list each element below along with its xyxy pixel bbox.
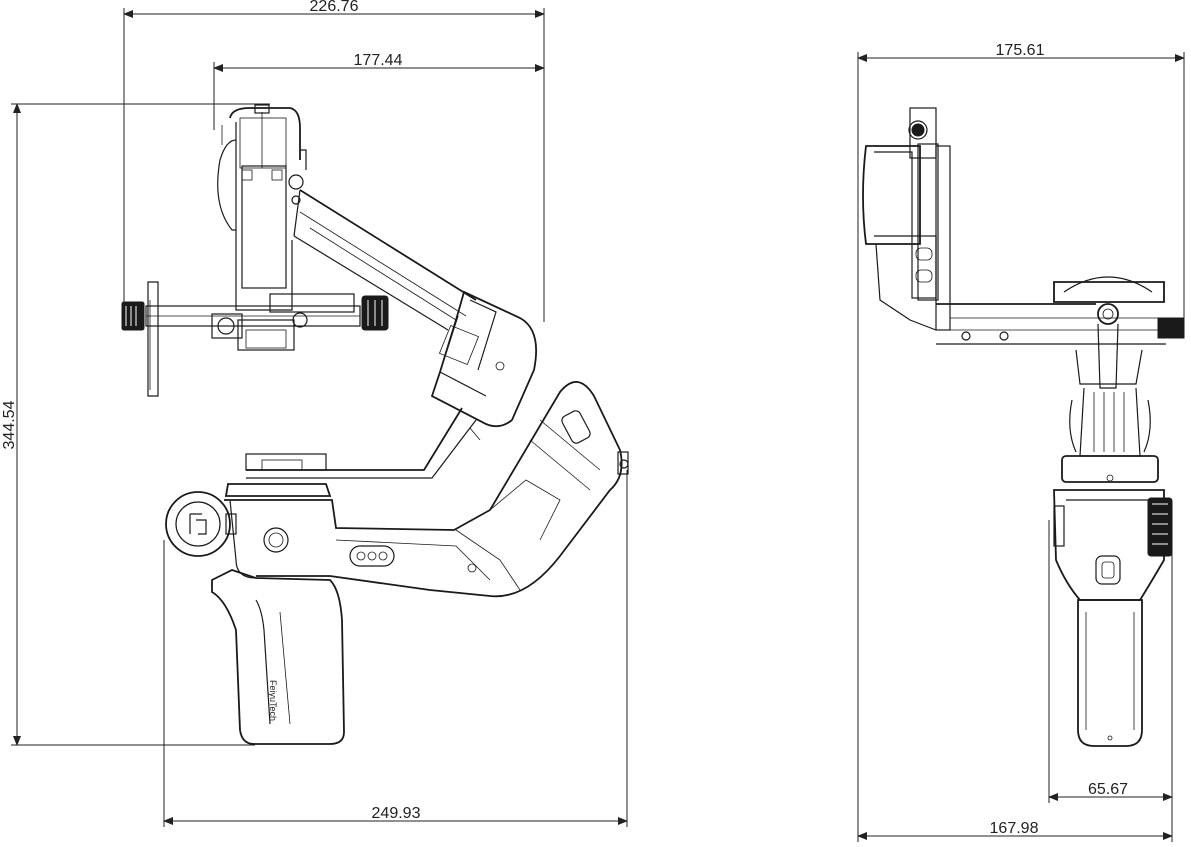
- roll-motor: [430, 290, 538, 428]
- front-knob: [1147, 497, 1173, 557]
- dim-side-bottom-width: 249.93: [372, 805, 421, 822]
- brand-knob: [165, 491, 237, 557]
- left-knob: [121, 301, 145, 331]
- gimbal-side-view: FeiyuTech: [121, 104, 629, 745]
- front-side-knob: [1157, 317, 1185, 339]
- front-roll-yoke: [1053, 276, 1165, 389]
- camera-plate: [121, 281, 389, 397]
- brand-mark: FeiyuTech: [268, 680, 278, 721]
- dim-front-grip-width: 65.67: [1088, 781, 1128, 798]
- dim-side-height: 344.54: [1, 400, 18, 449]
- dim-side-top-overall: 226.76: [310, 0, 359, 15]
- side-view-dimensions: 226.76 177.44 344.54 249.93: [1, 0, 628, 827]
- joystick-button: [263, 527, 289, 553]
- front-view-dimensions: 175.61 65.67 167.98: [857, 42, 1185, 842]
- gimbal-front-view: [862, 107, 1185, 747]
- front-trigger: [1095, 555, 1121, 585]
- front-pan-column: [1061, 387, 1159, 483]
- front-grip: [1077, 599, 1143, 747]
- dim-side-top-arm: 177.44: [354, 52, 403, 69]
- grip: FeiyuTech: [211, 569, 345, 745]
- roll-arm: [293, 189, 477, 331]
- front-horizontal-arm: [936, 303, 1185, 345]
- handle-body: [224, 381, 629, 598]
- dim-front-top-width: 175.61: [996, 42, 1045, 59]
- pan-arm: [245, 407, 477, 479]
- tilt-motor: [217, 104, 307, 311]
- dim-front-bottom-width: 167.98: [990, 820, 1039, 837]
- front-handle: [1053, 489, 1173, 601]
- front-tilt-motor: [862, 107, 951, 331]
- button-cluster: [349, 545, 395, 567]
